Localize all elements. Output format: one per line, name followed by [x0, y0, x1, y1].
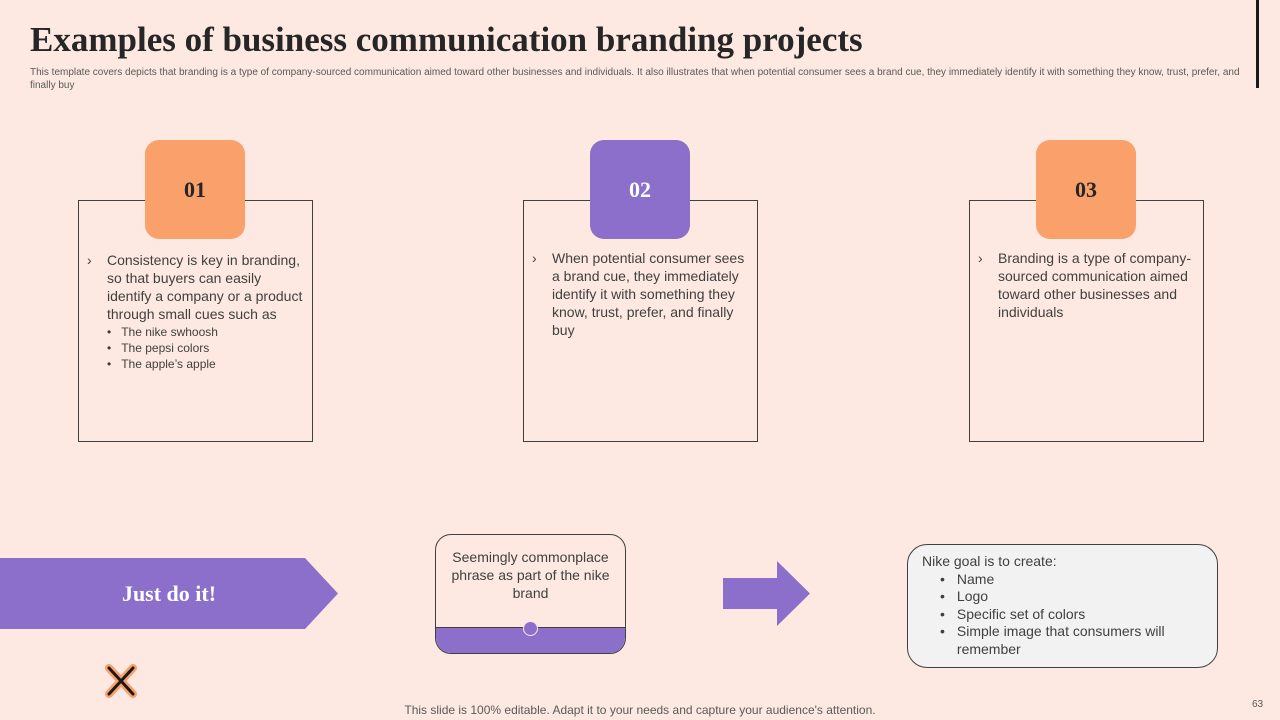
goal-box: Nike goal is to create: •Name •Logo •Spe…	[907, 544, 1218, 668]
goal-list: •Name •Logo •Specific set of colors •Sim…	[940, 571, 1203, 659]
page-number: 63	[1252, 699, 1264, 710]
list-item: •Specific set of colors	[940, 605, 1086, 622]
bullet-icon: •	[940, 588, 945, 604]
slide-title: Examples of business communication brand…	[30, 20, 863, 59]
card-2-text: When potential consumer sees a brand cue…	[552, 250, 745, 338]
banner-arrow-shape	[0, 558, 338, 629]
bullet-icon: •	[940, 570, 945, 587]
card-1: › Consistency is key in branding, so tha…	[78, 200, 313, 442]
list-item: •The pepsi colors	[107, 341, 210, 355]
chevron-right-icon: ›	[978, 250, 983, 266]
card-3-body: › Branding is a type of company-sourced …	[978, 249, 1195, 321]
arrow-right-icon	[723, 561, 810, 626]
list-item: •The nike swhoosh	[107, 325, 218, 339]
card-2-body: › When potential consumer sees a brand c…	[532, 249, 749, 339]
list-item: •The apple’s apple	[107, 357, 216, 371]
connector-dot	[523, 621, 538, 636]
list-item: •Name	[940, 570, 995, 587]
bullet-icon: •	[107, 325, 112, 339]
bullet-icon: •	[940, 623, 945, 639]
card-2-number-tab: 02	[590, 140, 690, 239]
bullet-icon: •	[107, 357, 112, 371]
banner-text: Just do it!	[121, 580, 217, 606]
phrase-text: Seemingly commonplace phrase as part of …	[451, 549, 610, 601]
bullet-icon: •	[940, 605, 945, 622]
slide-footer: This slide is 100% editable. Adapt it to…	[404, 703, 876, 717]
card-1-number-tab: 01	[145, 140, 245, 239]
card-1-bullet-list: •The nike swhoosh •The pepsi colors •The…	[107, 324, 304, 372]
card-1-text: Consistency is key in branding, so that …	[107, 252, 303, 322]
card-3-number-tab: 03	[1036, 140, 1136, 239]
card-1-body: › Consistency is key in branding, so tha…	[87, 251, 304, 372]
goal-heading: Nike goal is to create:	[922, 553, 1057, 569]
slide-subtitle: This template covers depicts that brandi…	[30, 67, 1240, 91]
phrase-box: Seemingly commonplace phrase as part of …	[435, 534, 626, 654]
chevron-right-icon: ›	[87, 252, 92, 268]
card-2: › When potential consumer sees a brand c…	[523, 200, 758, 442]
chevron-right-icon: ›	[532, 250, 537, 266]
brand-logo-icon	[105, 664, 137, 698]
list-item: •Simple image that consumers will rememb…	[940, 623, 1165, 657]
list-item: •Logo	[940, 588, 989, 604]
top-right-rule	[1256, 0, 1259, 88]
bullet-icon: •	[107, 341, 112, 355]
card-3-text: Branding is a type of company-sourced co…	[998, 250, 1191, 320]
